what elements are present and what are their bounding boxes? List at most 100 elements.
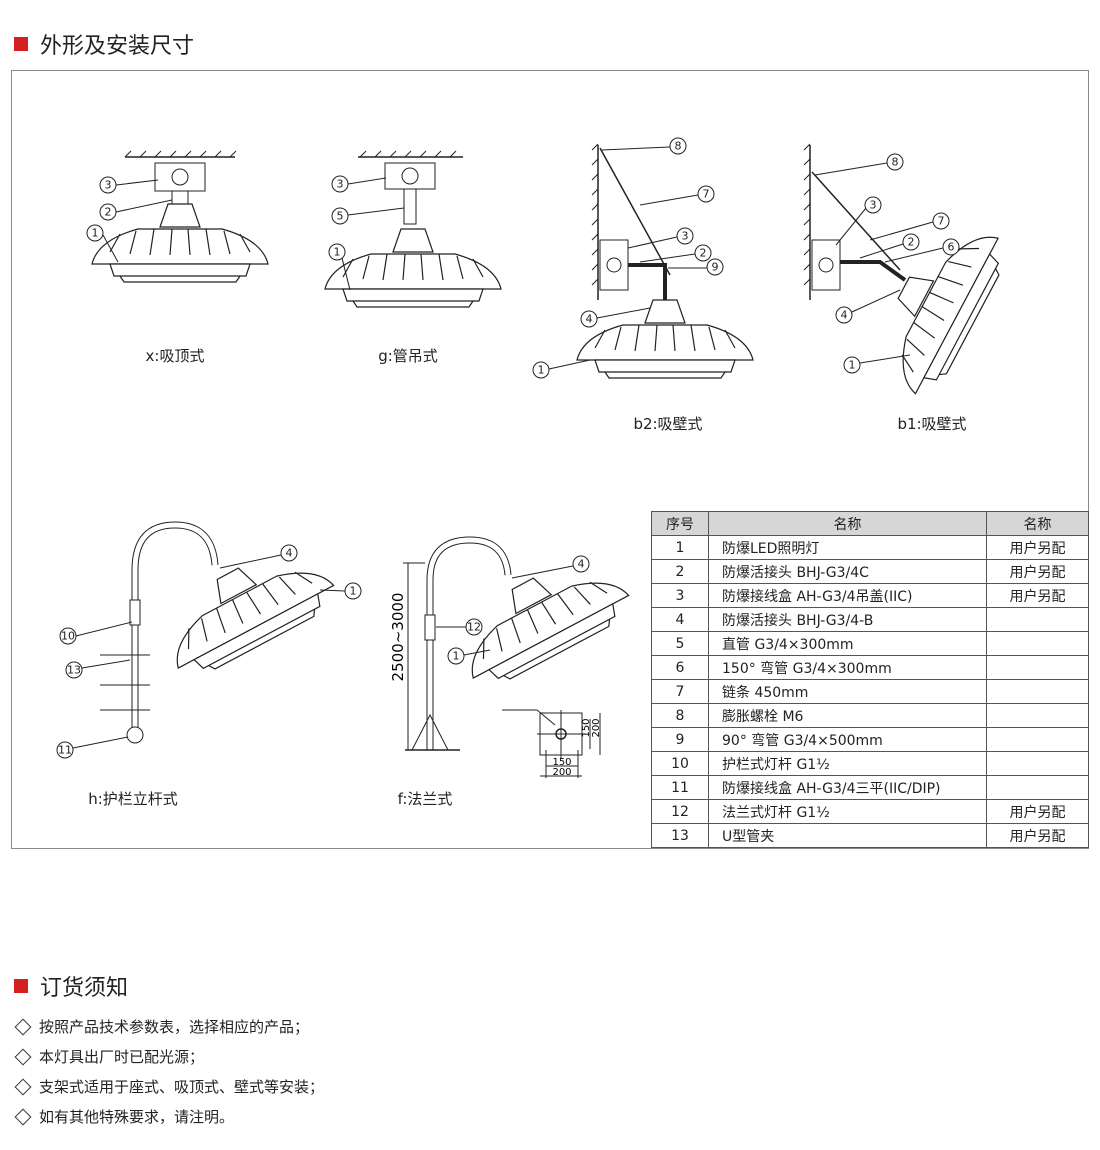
installation-diagrams: 3 2 1 x:吸顶式 3 5 1 g:管吊式 [56,137,1015,808]
red-square-icon [14,37,28,51]
svg-text:150: 150 [552,757,571,768]
cell-name: 护栏式灯杆 G1½ [708,751,987,776]
callout-number: 7 [938,215,945,228]
cell-no: 11 [651,775,709,800]
caption-f: f:法兰式 [398,790,453,808]
cell-note: 用户另配 [986,583,1089,608]
diagram-pipe-pendant: 3 5 1 g:管吊式 [324,150,502,365]
caption-b2: b2:吸壁式 [633,415,702,433]
callout-number: 2 [908,236,915,249]
callout-number: 3 [105,179,112,192]
callout-number: 1 [538,364,545,377]
diagram-frame [11,70,1089,849]
callout-number: 1 [453,650,460,663]
note-item: 支架式适用于座式、吸顶式、壁式等安装； [14,1072,324,1102]
callout-number: 3 [870,199,877,212]
cell-no: 2 [651,559,709,584]
header-no: 序号 [651,511,709,536]
callout-number: 3 [337,178,344,191]
red-square-icon [14,979,28,993]
callout-number: 6 [948,241,955,254]
callout-number: 11 [58,744,72,757]
diagram-wall-mount-b1: 8 3 7 2 6 4 1 b1:吸壁式 [803,143,1015,433]
cell-name: 防爆活接头 BHJ-G3/4-B [708,607,987,632]
diamond-bullet-icon [14,1048,32,1066]
cell-note [986,655,1089,680]
height-dimension: 2500~3000 [389,593,407,682]
cell-note [986,751,1089,776]
cell-name: 防爆接线盒 AH-G3/4吊盖(IIC) [708,583,987,608]
callout-number: 5 [337,210,344,223]
cell-note [986,775,1089,800]
cell-no: 7 [651,679,709,704]
callout-number: 1 [334,246,341,259]
svg-text:200: 200 [591,718,602,737]
cell-note: 用户另配 [986,799,1089,824]
callout-number: 2 [105,206,112,219]
callout-number: 9 [712,261,719,274]
callout-number: 4 [841,309,848,322]
cell-no: 4 [651,607,709,632]
callout-number: 1 [350,585,357,598]
cell-note [986,703,1089,728]
diagram-guardrail-pole: 4 1 10 13 11 h:护栏立杆式 [56,521,362,808]
svg-text:150: 150 [581,718,592,737]
header-name: 名称 [708,511,987,536]
table-header-row: 序号 名称 名称 [651,511,1089,536]
diamond-bullet-icon [14,1078,32,1096]
cell-name: 防爆接线盒 AH-G3/4三平(IIC/DIP) [708,775,987,800]
callout-number: 4 [578,558,585,571]
title-text: 外形及安装尺寸 [40,34,195,59]
section-title-dimensions: 外形及安装尺寸 [14,28,194,60]
callout-number: 8 [892,156,899,169]
callout-number: 1 [92,227,99,240]
cell-no: 8 [651,703,709,728]
diamond-bullet-icon [14,1108,32,1126]
callout-number: 3 [682,230,689,243]
callout-number: 10 [61,630,75,643]
callout-number: 13 [67,664,81,677]
callout-number: 1 [849,359,856,372]
flange-plate-drawing: 150 200 150 200 [502,709,602,778]
note-text: 本灯具出厂时已配光源； [39,1048,205,1066]
ordering-notes: 按照产品技术参数表，选择相应的产品； 本灯具出厂时已配光源； 支架式适用于座式、… [14,1012,324,1132]
note-text: 按照产品技术参数表，选择相应的产品； [39,1018,310,1036]
cell-no: 1 [651,535,709,560]
cell-note: 用户另配 [986,535,1089,560]
cell-name: U型管夹 [708,823,987,848]
diagram-flange-pole: 2500~3000 150 200 150 200 4 12 1 f:法兰式 [389,536,638,808]
callout-number: 7 [703,188,710,201]
caption-h: h:护栏立杆式 [88,790,178,808]
cell-name: 膨胀螺栓 M6 [708,703,987,728]
cell-no: 12 [651,799,709,824]
caption-x: x:吸顶式 [146,347,205,365]
cell-note [986,727,1089,752]
cell-no: 10 [651,751,709,776]
svg-text:200: 200 [552,767,571,778]
cell-note [986,607,1089,632]
cell-name: 法兰式灯杆 G1½ [708,799,987,824]
caption-g: g:管吊式 [378,347,438,365]
note-text: 支架式适用于座式、吸顶式、壁式等安装； [39,1078,325,1096]
callout-number: 4 [586,313,593,326]
callout-number: 12 [467,621,481,634]
callout-number: 8 [675,140,682,153]
caption-b1: b1:吸壁式 [897,415,966,433]
cell-note: 用户另配 [986,559,1089,584]
cell-name: 直管 G3/4×300mm [708,631,987,656]
cell-no: 9 [651,727,709,752]
cell-name: 150° 弯管 G3/4×300mm [708,655,987,680]
